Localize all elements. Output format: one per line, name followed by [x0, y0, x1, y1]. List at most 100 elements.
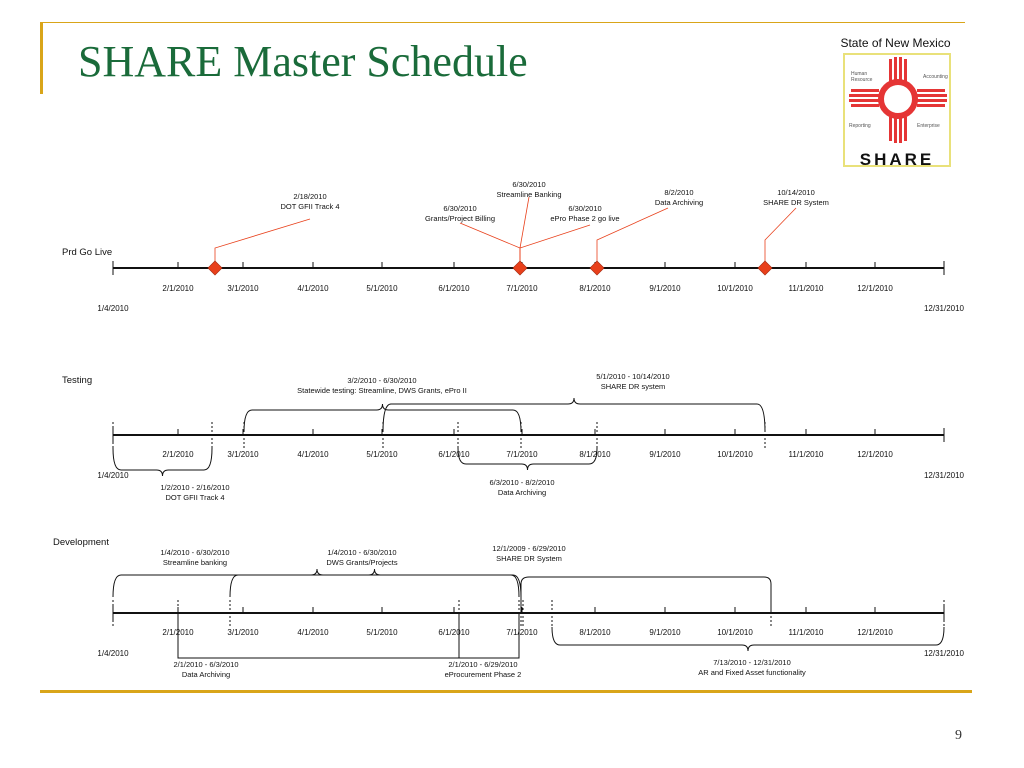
milestone-leader: [519, 224, 591, 268]
month-tick-label: 8/1/2010: [579, 450, 611, 459]
month-tick-label: 6/1/2010: [438, 628, 470, 637]
milestone-label: 10/14/2010: [777, 188, 815, 197]
section-testing: Testing 2/1/2010 3/1/2010 4/1/2010 5/1/2010…: [62, 372, 965, 502]
milestone-label: 6/30/2010: [568, 204, 601, 213]
range-brace: [520, 576, 772, 612]
range-label: 5/1/2010 - 10/14/2010: [596, 372, 669, 381]
milestone-label: Streamline Banking: [496, 190, 561, 199]
range-label: DWS Grants/Projects: [326, 558, 398, 567]
range-label: 1/2/2010 - 2/16/2010: [160, 483, 229, 492]
range-label: 7/13/2010 - 12/31/2010: [713, 658, 791, 667]
month-tick-label: 3/1/2010: [227, 284, 259, 293]
range-label: SHARE DR system: [601, 382, 666, 391]
month-tick-label: 3/1/2010: [227, 628, 259, 637]
milestone-marker: [207, 260, 223, 276]
month-tick-label: 12/1/2010: [857, 284, 893, 293]
range-brace: [229, 568, 520, 598]
milestone-label: Grants/Project Billing: [425, 214, 495, 223]
axis-start-label: 1/4/2010: [97, 649, 129, 658]
range-label: AR and Fixed Asset functionality: [698, 668, 806, 677]
range-brace: [551, 626, 945, 652]
range-bracket: [177, 613, 460, 659]
milestone-label: ePro Phase 2 go live: [550, 214, 619, 223]
range-label: DOT GFII Track 4: [165, 493, 224, 502]
milestone-label: 2/18/2010: [293, 192, 326, 201]
accent-rule-bottom: [40, 690, 972, 693]
range-label: SHARE DR System: [496, 554, 562, 563]
month-tick-label: 2/1/2010: [162, 284, 194, 293]
month-tick-label: 7/1/2010: [506, 628, 538, 637]
range-label: Data Archiving: [182, 670, 230, 679]
month-tick-label: 4/1/2010: [297, 450, 329, 459]
axis-end-label: 12/31/2010: [924, 471, 965, 480]
range-brace: [243, 403, 522, 433]
range-label: 3/2/2010 - 6/30/2010: [347, 376, 416, 385]
month-tick-label: 3/1/2010: [227, 450, 259, 459]
month-tick-label: 7/1/2010: [506, 284, 538, 293]
milestone-leader: [519, 196, 530, 268]
milestone-marker: [757, 260, 773, 276]
range-label: eProcurement Phase 2: [445, 670, 522, 679]
milestone-label: 6/30/2010: [443, 204, 476, 213]
logo-label-reporting: Reporting: [849, 123, 871, 129]
month-tick-label: 4/1/2010: [297, 284, 329, 293]
logo-header: State of New Mexico: [840, 36, 951, 50]
month-tick-label: 8/1/2010: [579, 628, 611, 637]
milestone-leader: [764, 207, 797, 268]
month-tick-label: 10/1/2010: [717, 284, 753, 293]
axis-start-label: 1/4/2010: [97, 304, 129, 313]
month-tick-label: 5/1/2010: [366, 450, 398, 459]
month-tick-label: 6/1/2010: [438, 450, 470, 459]
milestone-label: Data Archiving: [655, 198, 703, 207]
slide-title: SHARE Master Schedule: [78, 37, 528, 86]
logo-name: SHARE: [859, 150, 935, 169]
month-tick-label: 11/1/2010: [789, 450, 825, 459]
month-tick-label: 12/1/2010: [857, 628, 893, 637]
axis-end-label: 12/31/2010: [924, 649, 965, 658]
range-brace: [382, 397, 766, 433]
axis-end-label: 12/31/2010: [924, 304, 965, 313]
zia-sun-icon: [849, 57, 947, 143]
logo-label-accounting: Accounting: [923, 74, 948, 80]
milestone-leader: [214, 218, 311, 268]
milestone-label: 8/2/2010: [664, 188, 693, 197]
month-tick-label: 7/1/2010: [506, 450, 538, 459]
milestone-marker: [589, 260, 605, 276]
milestone-leader: [459, 222, 521, 268]
month-tick-label: 11/1/2010: [789, 628, 825, 637]
milestone-label: DOT GFII Track 4: [280, 202, 339, 211]
range-label: Statewide testing: Streamline, DWS Grant…: [297, 386, 467, 395]
accent-rule-top: [40, 22, 965, 23]
month-tick-label: 5/1/2010: [366, 284, 398, 293]
range-label: 2/1/2010 - 6/29/2010: [448, 660, 517, 669]
range-brace: [457, 447, 598, 471]
range-label: 6/3/2010 - 8/2/2010: [489, 478, 554, 487]
logo-label-enterprise: Enterprise: [917, 123, 940, 129]
range-label: Streamline banking: [163, 558, 227, 567]
range-label: 1/4/2010 - 6/30/2010: [160, 548, 229, 557]
axis-start-label: 1/4/2010: [97, 471, 129, 480]
range-label: 2/1/2010 - 6/3/2010: [173, 660, 238, 669]
milestone-label: 6/30/2010: [512, 180, 545, 189]
month-tick-label: 6/1/2010: [438, 284, 470, 293]
milestone-leader: [596, 207, 669, 268]
logo-emblem: Human Resource Accounting Reporting Ente…: [843, 53, 951, 169]
section-prd-go-live: Prd Go Live 2/1/2010 3/1/2010 4/1/2010 5/1/…: [62, 180, 965, 313]
section-label-testing: Testing: [62, 375, 92, 386]
range-label: 1/4/2010 - 6/30/2010: [327, 548, 396, 557]
range-brace: [112, 447, 213, 477]
range-label: 12/1/2009 - 6/29/2010: [492, 544, 565, 553]
month-tick-label: 10/1/2010: [717, 628, 753, 637]
section-label-prd: Prd Go Live: [62, 247, 112, 258]
range-brace: [112, 568, 522, 598]
month-tick-label: 2/1/2010: [162, 450, 194, 459]
range-bracket: [459, 613, 520, 659]
month-tick-label: 8/1/2010: [579, 284, 611, 293]
section-label-development: Development: [53, 537, 109, 548]
month-tick-label: 4/1/2010: [297, 628, 329, 637]
month-tick-label: 11/1/2010: [789, 284, 825, 293]
month-tick-label: 10/1/2010: [717, 450, 753, 459]
logo-label-hr: Human Resource: [851, 71, 873, 83]
